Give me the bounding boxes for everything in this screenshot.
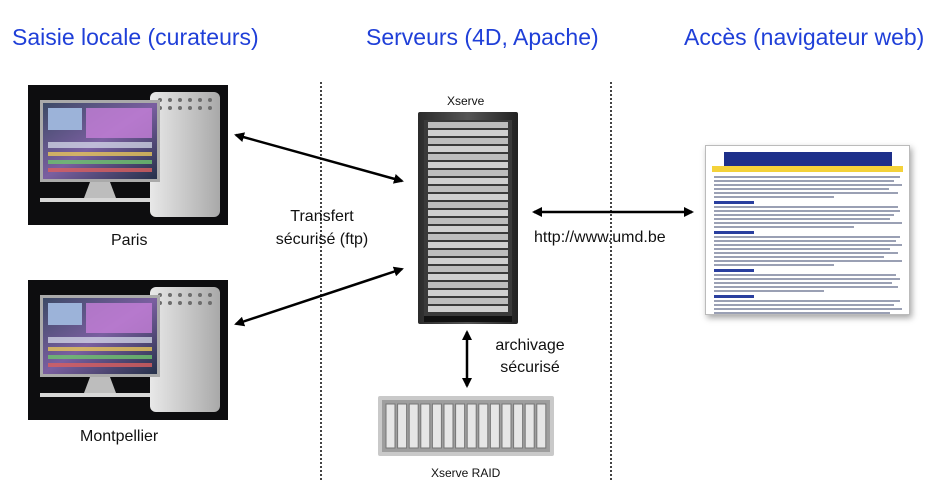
- website-text-line: [714, 248, 890, 250]
- website-text-line: [714, 256, 884, 258]
- website-text-line: [714, 260, 902, 262]
- rack-slot: [428, 138, 508, 144]
- label-xserve: Xserve: [447, 94, 485, 108]
- raid-bay: [478, 403, 489, 449]
- website-text-line: [714, 278, 900, 280]
- label-xserve-raid: Xserve RAID: [431, 466, 501, 480]
- website-text-line: [714, 252, 898, 254]
- header-access: Accès (navigateur web): [684, 24, 925, 50]
- website-banner: [724, 152, 892, 166]
- website-text-line: [714, 218, 890, 220]
- raid-bay: [524, 403, 535, 449]
- raid-bay: [385, 403, 396, 449]
- label-paris: Paris: [111, 232, 148, 249]
- workstation-montpellier: [28, 280, 228, 420]
- rack-slot: [428, 258, 508, 264]
- website-text-line: [714, 214, 894, 216]
- rack-slot: [428, 130, 508, 136]
- rack-slot: [428, 154, 508, 160]
- header-local-entry: Saisie locale (curateurs): [12, 24, 259, 50]
- rack-slot: [428, 274, 508, 280]
- website-text-line: [714, 184, 902, 186]
- raid-bay: [489, 403, 500, 449]
- rack-slot: [428, 306, 508, 312]
- raid-bay: [513, 403, 524, 449]
- website-text-line: [714, 244, 902, 246]
- raid-bay: [431, 403, 442, 449]
- rack-slot: [428, 210, 508, 216]
- label-archive-line2: sécurisé: [500, 359, 560, 376]
- website-text-line: [714, 274, 896, 276]
- website-text-line: [714, 290, 824, 292]
- arrow-paris-server: [234, 132, 404, 184]
- rack-server-icon: [418, 112, 518, 324]
- website-text-line: [714, 236, 900, 238]
- arrow-montpellier-server: [234, 266, 404, 327]
- website-text-line: [714, 226, 854, 228]
- label-transfer-line1: Transfert: [290, 208, 354, 225]
- raid-bay: [408, 403, 419, 449]
- website-text-line: [714, 206, 898, 208]
- website-text-line: [714, 304, 894, 306]
- rack-slot: [428, 170, 508, 176]
- website-text-line: [714, 264, 834, 266]
- raid-bay: [466, 403, 477, 449]
- header-servers: Serveurs (4D, Apache): [366, 24, 599, 50]
- rack-slot: [428, 146, 508, 152]
- rack-slot: [428, 178, 508, 184]
- website-text-line: [714, 282, 892, 284]
- rack-slot: [428, 122, 508, 128]
- website-text-line: [714, 222, 902, 224]
- rack-slot: [428, 186, 508, 192]
- label-archive-line1: archivage: [495, 337, 565, 354]
- website-text-line: [714, 180, 894, 182]
- website-screenshot-icon: [705, 145, 910, 315]
- rack-slot: [428, 290, 508, 296]
- rack-slot: [428, 242, 508, 248]
- website-text-line: [714, 240, 896, 242]
- raid-storage-icon: [378, 396, 554, 456]
- raid-bay: [397, 403, 408, 449]
- raid-bay: [501, 403, 512, 449]
- website-heading: [714, 201, 754, 204]
- website-heading: [714, 269, 754, 272]
- website-text-line: [714, 312, 890, 314]
- raid-bay: [420, 403, 431, 449]
- rack-slot: [428, 194, 508, 200]
- rack-slot: [428, 234, 508, 240]
- label-transfer-line2: sécurisé (ftp): [275, 231, 369, 248]
- raid-bay: [455, 403, 466, 449]
- rack-slot: [428, 218, 508, 224]
- rack-slot: [428, 202, 508, 208]
- workstation-paris: [28, 85, 228, 225]
- label-montpellier: Montpellier: [80, 428, 159, 445]
- rack-slot: [428, 266, 508, 272]
- rack-slot: [428, 282, 508, 288]
- rack-slot: [428, 162, 508, 168]
- website-heading: [714, 231, 754, 234]
- website-text-line: [714, 176, 900, 178]
- website-text-line: [714, 308, 902, 310]
- website-text-line: [714, 300, 900, 302]
- label-url: http://www.umd.be: [534, 229, 666, 246]
- website-heading: [714, 295, 754, 298]
- divider-right: [610, 82, 612, 480]
- raid-bay: [443, 403, 454, 449]
- raid-bay: [536, 403, 547, 449]
- website-text-line: [714, 192, 898, 194]
- website-nav: [712, 166, 903, 172]
- rack-slot: [428, 298, 508, 304]
- website-text-line: [714, 188, 889, 190]
- website-text-line: [714, 196, 834, 198]
- website-text-line: [714, 210, 900, 212]
- rack-slot: [428, 226, 508, 232]
- rack-slot: [428, 250, 508, 256]
- website-text-line: [714, 286, 898, 288]
